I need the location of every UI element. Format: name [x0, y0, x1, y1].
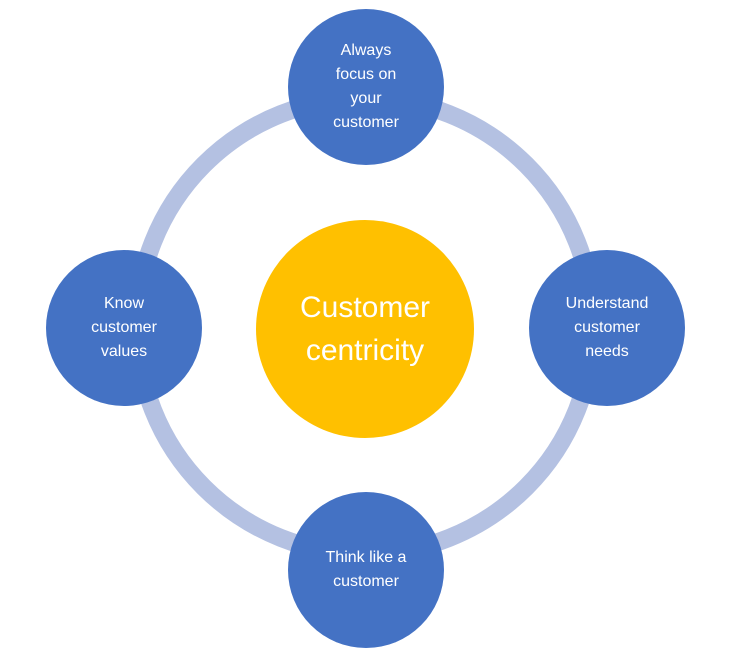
center-node-customer-centricity: Customer centricity	[256, 220, 474, 438]
center-node-label: Customer centricity	[299, 291, 431, 367]
node-bottom-label: Think like a customer	[325, 549, 407, 590]
node-understand-customer-needs: Understand customer needs	[529, 250, 685, 406]
node-think-like-a-customer: Think like a customer	[288, 492, 444, 648]
node-right-label: Understand customer needs	[565, 295, 649, 360]
node-always-focus-on-your-customer: Always focus on your customer	[288, 9, 444, 165]
node-know-customer-values: Know customer values	[46, 250, 202, 406]
node-top-label: Always focus on your customer	[333, 42, 399, 131]
node-left-label: Know customer values	[91, 295, 157, 360]
